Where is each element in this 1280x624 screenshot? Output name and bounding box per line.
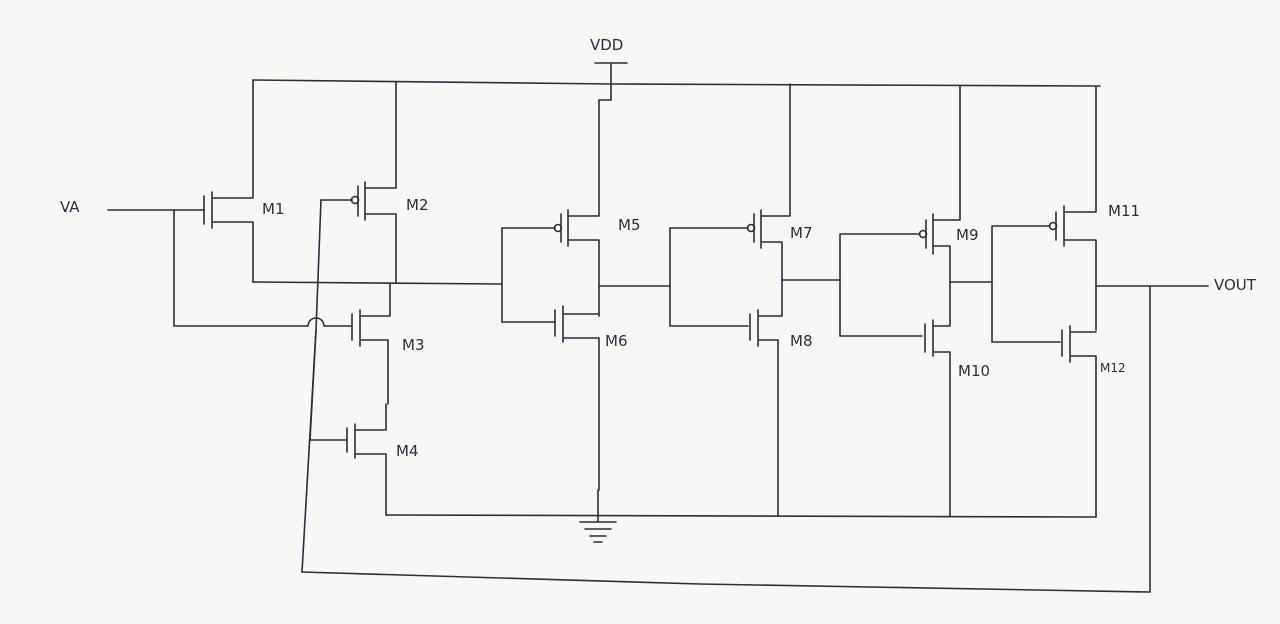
m1-label: M1 bbox=[262, 200, 285, 218]
transistor-m5: M5 bbox=[553, 99, 641, 317]
transistor-m1: M1 bbox=[203, 79, 285, 283]
vdd-label: VDD bbox=[590, 36, 623, 54]
transistor-m11: M11 bbox=[1048, 85, 1140, 331]
inv1-input-wire bbox=[501, 227, 556, 323]
m8-label: M8 bbox=[790, 332, 813, 350]
m3-label: M3 bbox=[402, 336, 425, 354]
va-to-m3-gate-wire bbox=[173, 209, 353, 327]
m10-label: M10 bbox=[958, 362, 990, 380]
m4-label: M4 bbox=[396, 442, 419, 460]
vout-label: VOUT bbox=[1214, 276, 1257, 294]
ground-symbol bbox=[579, 489, 617, 543]
vin-label: VA bbox=[60, 198, 80, 216]
m5-label: M5 bbox=[618, 216, 641, 234]
transistor-m10: M10 bbox=[924, 319, 990, 517]
m7-label: M7 bbox=[790, 224, 813, 242]
inv3-input-wire bbox=[839, 233, 923, 337]
m2-gate-feedback-wire bbox=[301, 199, 322, 573]
first-stage-output-wire bbox=[252, 281, 503, 285]
transistor-m2: M2 bbox=[320, 81, 429, 283]
vdd-supply: VDD bbox=[590, 36, 628, 101]
ground-rail bbox=[385, 514, 1097, 518]
vdd-rail bbox=[252, 79, 1101, 87]
feedback-wire bbox=[301, 285, 1151, 593]
inv2-input-wire bbox=[669, 227, 749, 327]
transistor-m3: M3 bbox=[351, 283, 425, 405]
m12-label: M12 bbox=[1100, 361, 1126, 375]
inv4-input-wire bbox=[991, 225, 1061, 343]
transistor-m4: M4 bbox=[309, 403, 419, 516]
m9-label: M9 bbox=[956, 226, 979, 244]
transistor-m7: M7 bbox=[746, 83, 813, 317]
m6-label: M6 bbox=[605, 332, 628, 350]
m11-label: M11 bbox=[1108, 202, 1140, 220]
transistor-m6: M6 bbox=[554, 305, 628, 491]
transistor-m12: M12 bbox=[1061, 325, 1126, 518]
transistor-m9: M9 bbox=[918, 85, 979, 321]
transistor-m8: M8 bbox=[749, 309, 813, 517]
m2-label: M2 bbox=[406, 196, 429, 214]
m4-gate-wire bbox=[309, 329, 317, 441]
